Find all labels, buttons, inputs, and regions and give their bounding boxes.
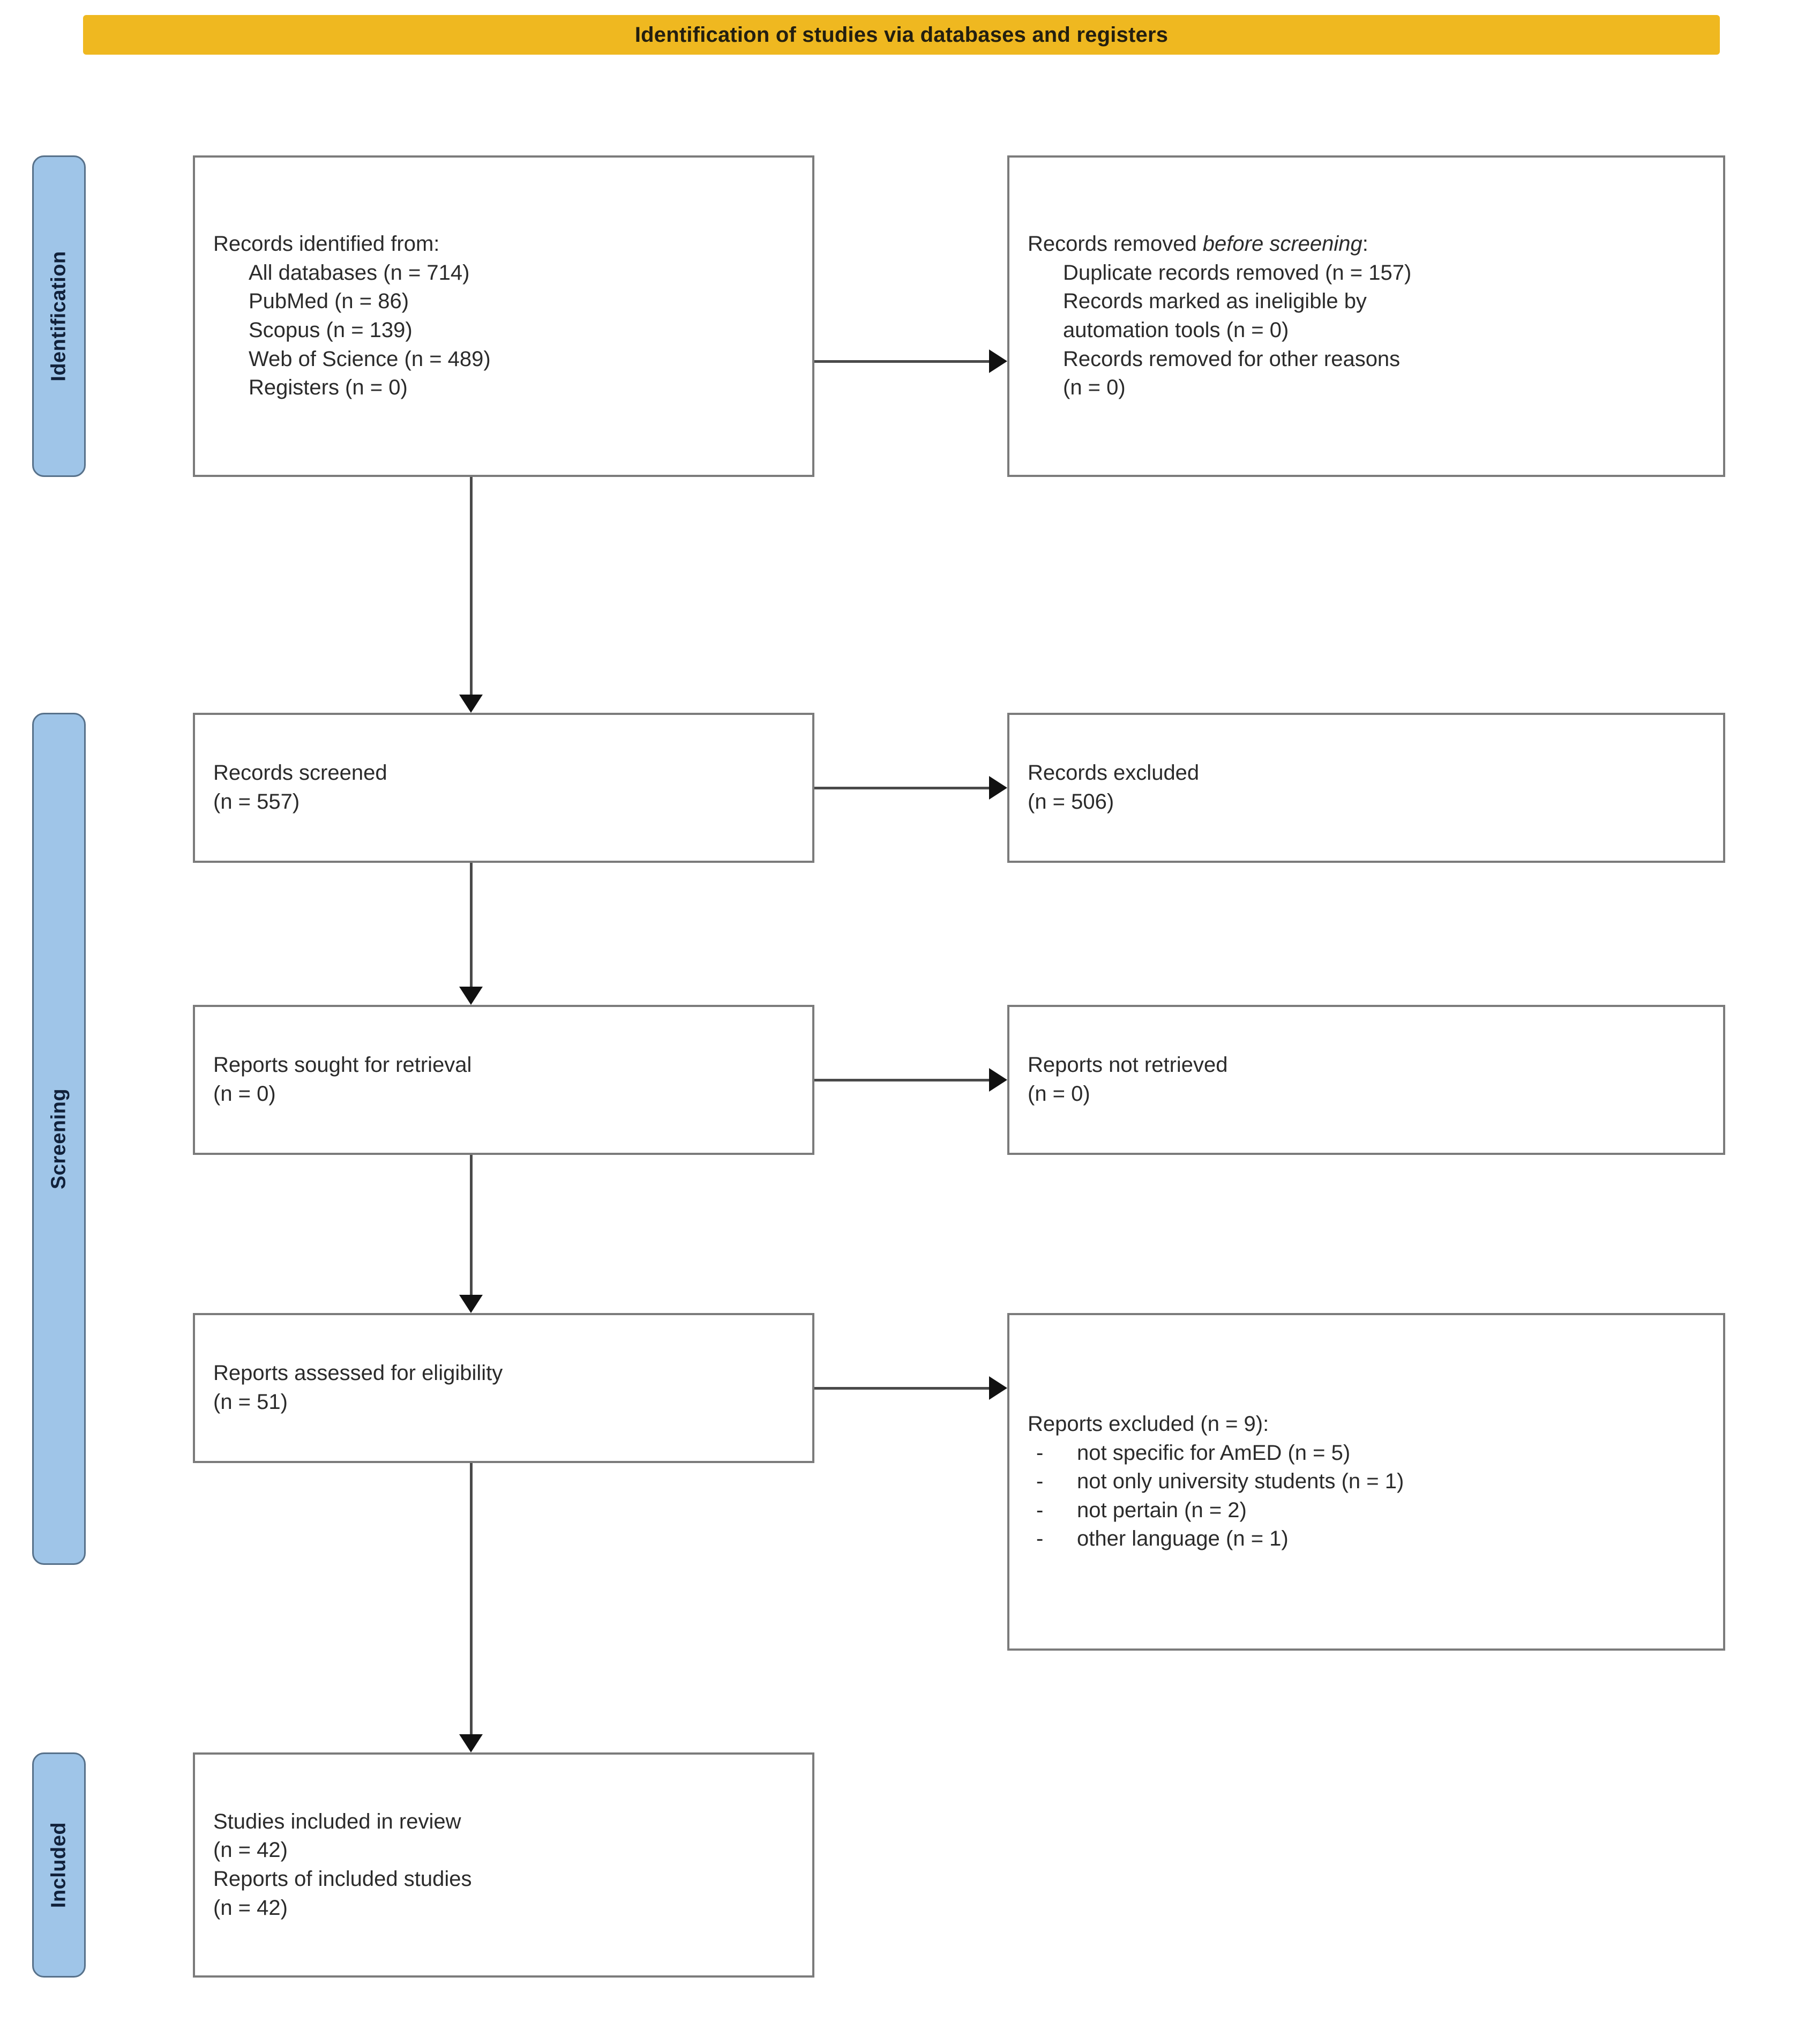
bullet-dash-icon: - <box>1036 1441 1044 1465</box>
records-screened-label: Records screened <box>213 761 387 785</box>
stage-tab-included: Included <box>32 1752 86 1978</box>
bullet-dash-icon: - <box>1036 1498 1044 1522</box>
reports-excluded-reason-row: - not only university students (n = 1) <box>1028 1467 1705 1496</box>
reports-excluded-heading: Reports excluded (n = 9): <box>1028 1412 1269 1436</box>
box-records-removed: Records removed before screening: Duplic… <box>1007 155 1725 477</box>
box-records-excluded: Records excluded (n = 506) <box>1007 713 1725 863</box>
reports-included-count: (n = 42) <box>213 1896 288 1920</box>
box-reports-not-retrieved: Reports not retrieved (n = 0) <box>1007 1005 1725 1155</box>
records-removed-item-other-b: (n = 0) <box>1063 376 1126 400</box>
box-reports-excluded-reasons: Reports excluded (n = 9): - not specific… <box>1007 1313 1725 1651</box>
studies-included-label: Studies included in review <box>213 1809 461 1833</box>
reports-sought-label: Reports sought for retrieval <box>213 1053 472 1077</box>
records-excluded-label: Records excluded <box>1028 761 1200 785</box>
records-removed-heading-plain: Records removed <box>1028 232 1203 256</box>
records-removed-heading: Records removed before screening: <box>1028 230 1705 259</box>
reports-excluded-reason-other-language: other language (n = 1) <box>1077 1527 1289 1551</box>
box-reports-sought: Reports sought for retrieval (n = 0) <box>193 1005 814 1155</box>
reports-assessed-label: Reports assessed for eligibility <box>213 1361 503 1385</box>
records-identified-item-scopus: Scopus (n = 139) <box>249 318 413 342</box>
box-records-identified: Records identified from: All databases (… <box>193 155 814 477</box>
records-removed-item-automation-b: automation tools (n = 0) <box>1063 318 1289 342</box>
reports-sought-count: (n = 0) <box>213 1082 276 1106</box>
box-studies-included: Studies included in review (n = 42) Repo… <box>193 1752 814 1978</box>
records-removed-item-duplicates: Duplicate records removed (n = 157) <box>1063 260 1412 285</box>
reports-assessed-count: (n = 51) <box>213 1390 288 1414</box>
reports-excluded-reason-not-pertain: not pertain (n = 2) <box>1077 1498 1247 1522</box>
records-identified-item-registers: Registers (n = 0) <box>249 376 408 400</box>
stage-tab-screening: Screening <box>32 713 86 1565</box>
stage-tab-identification-label: Identification <box>47 251 70 382</box>
reports-excluded-reason-row: - not specific for AmED (n = 5) <box>1028 1439 1705 1468</box>
records-identified-heading: Records identified from: <box>213 232 440 256</box>
bullet-dash-icon: - <box>1036 1469 1044 1494</box>
header-banner: Identification of studies via databases … <box>83 15 1720 55</box>
reports-included-label: Reports of included studies <box>213 1867 472 1891</box>
stage-tab-included-label: Included <box>47 1822 70 1908</box>
box-records-screened: Records screened (n = 557) <box>193 713 814 863</box>
bullet-dash-icon: - <box>1036 1527 1044 1551</box>
banner-title: Identification of studies via databases … <box>634 23 1169 47</box>
records-removed-heading-tail: : <box>1362 232 1368 256</box>
records-screened-count: (n = 557) <box>213 790 300 814</box>
records-identified-item-web-of-science: Web of Science (n = 489) <box>249 347 491 371</box>
records-removed-item-other-a: Records removed for other reasons <box>1063 347 1401 371</box>
stage-tab-identification: Identification <box>32 155 86 477</box>
records-removed-heading-italic: before screening <box>1202 232 1362 256</box>
records-excluded-count: (n = 506) <box>1028 790 1114 814</box>
reports-not-retrieved-count: (n = 0) <box>1028 1082 1090 1106</box>
reports-excluded-reason-not-only-students: not only university students (n = 1) <box>1077 1469 1404 1494</box>
box-reports-assessed: Reports assessed for eligibility (n = 51… <box>193 1313 814 1463</box>
stage-tab-screening-label: Screening <box>47 1088 70 1190</box>
reports-not-retrieved-label: Reports not retrieved <box>1028 1053 1228 1077</box>
reports-excluded-reason-not-specific: not specific for AmED (n = 5) <box>1077 1441 1351 1465</box>
records-identified-item-pubmed: PubMed (n = 86) <box>249 289 409 314</box>
reports-excluded-reason-row: - other language (n = 1) <box>1028 1525 1705 1554</box>
records-removed-item-automation-a: Records marked as ineligible by <box>1063 289 1367 314</box>
reports-excluded-reason-row: - not pertain (n = 2) <box>1028 1496 1705 1525</box>
records-identified-item-all-databases: All databases (n = 714) <box>249 260 470 285</box>
studies-included-count: (n = 42) <box>213 1838 288 1862</box>
